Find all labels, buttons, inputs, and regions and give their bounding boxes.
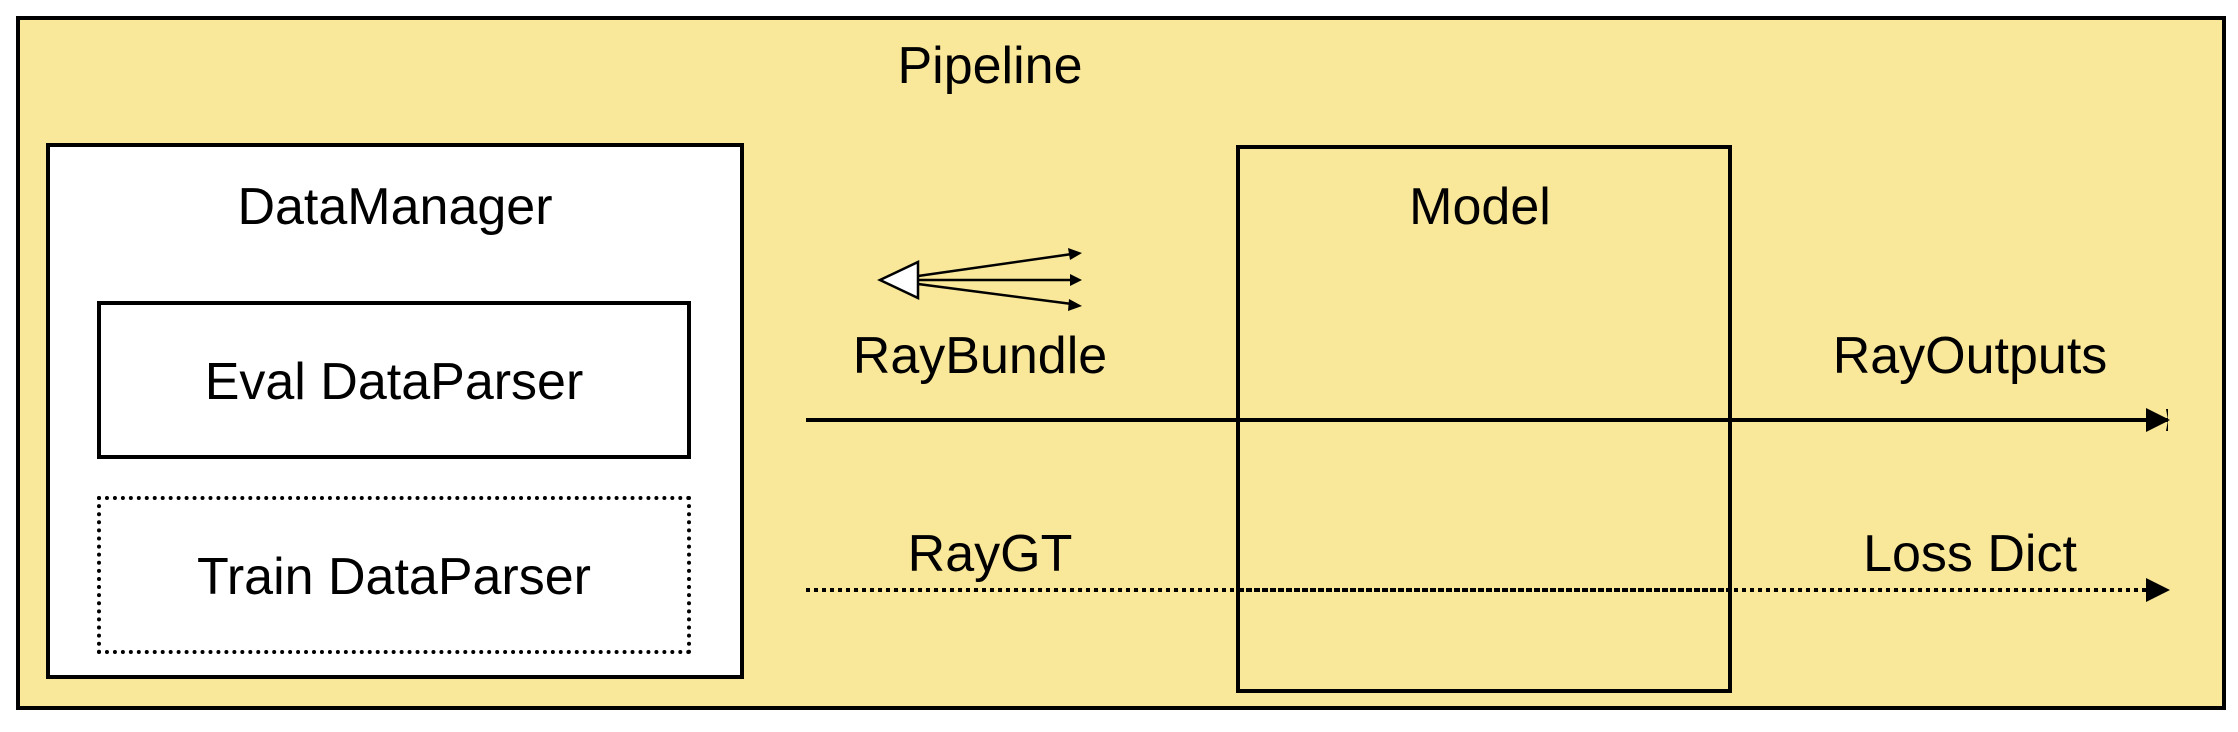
pipeline-title: Pipeline [897, 37, 1083, 95]
train-dataparser-label: Train DataParser [197, 548, 591, 606]
loss-dict-arrowhead [2146, 578, 2170, 602]
ray-outputs-arrowhead-main [2146, 408, 2170, 432]
data-manager-title: DataManager [237, 178, 553, 236]
loss-dict-label: Loss Dict [1863, 525, 2077, 583]
eval-dataparser-label: Eval DataParser [204, 353, 584, 411]
model-title: Model [1409, 178, 1551, 236]
train-dataparser-box [97, 496, 691, 654]
ray-outputs-label: RayOutputs [1832, 327, 2108, 385]
eval-dataparser-box [97, 301, 691, 459]
ray-bundle-label: RayBundle [852, 327, 1108, 385]
ray-gt-label: RayGT [907, 525, 1073, 583]
ray-bundle-icon [877, 248, 1082, 311]
model-box [1236, 145, 1732, 693]
ray-outputs-arrowhead [2166, 409, 2168, 431]
